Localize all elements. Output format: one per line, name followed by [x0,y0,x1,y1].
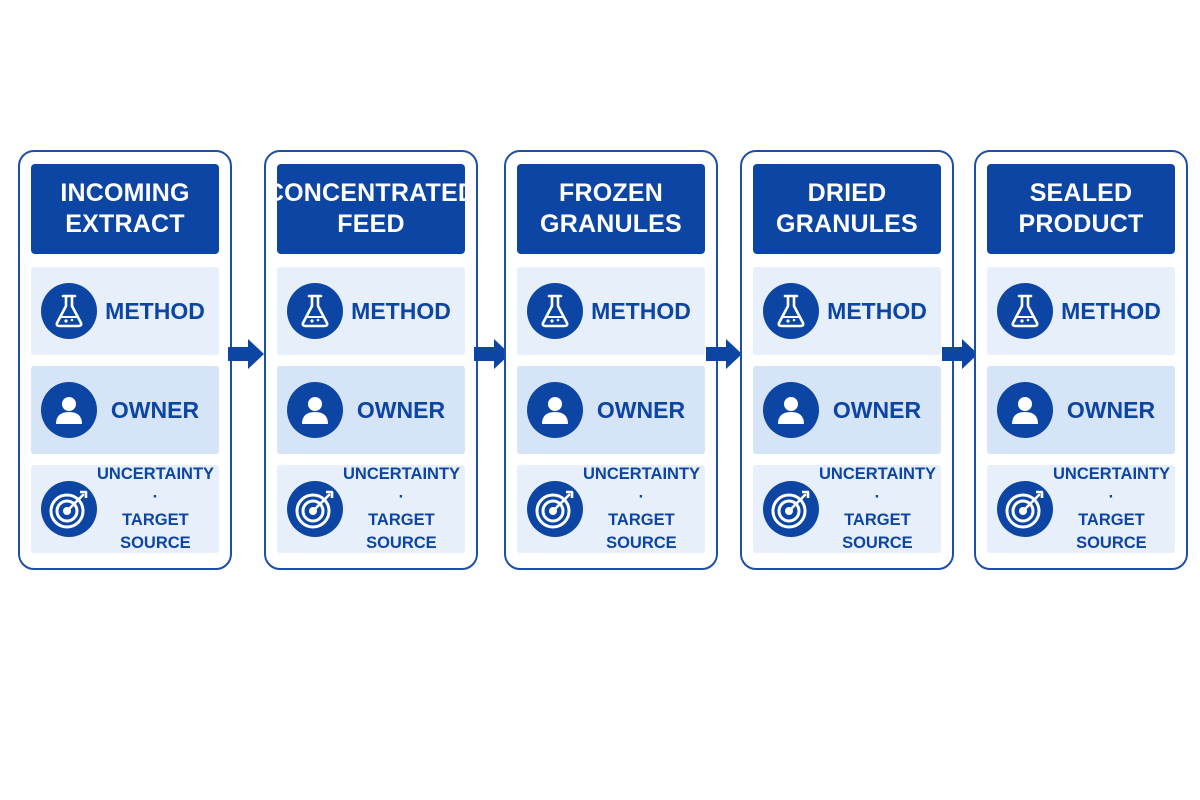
flask-icon [763,283,819,339]
stage-title-box: SEALED PRODUCT [987,164,1175,254]
owner-label: OWNER [110,396,200,423]
person-icon [527,382,583,438]
method-row: METHOD [517,267,705,355]
target-label: UNCERTAINTY · TARGET SOURCE [583,465,701,552]
stage-title: FROZEN GRANULES [540,179,682,238]
stage-card-incoming-extract: INCOMING EXTRACT METHOD OWNER UNCERTAINT… [18,150,232,570]
method-row: METHOD [753,267,941,355]
person-icon [997,382,1053,438]
method-label: METHOD [1061,297,1161,324]
target-row: UNCERTAINTY · TARGET SOURCE [987,465,1175,553]
target-row: UNCERTAINTY · TARGET SOURCE [517,465,705,553]
flask-icon [527,283,583,339]
stage-title: CONCENTRATED FEED [265,179,477,238]
stage-card-frozen-granules: FROZEN GRANULES METHOD OWNER UNCERTAINTY… [504,150,718,570]
person-icon [287,382,343,438]
arrow-right-icon [228,339,264,369]
target-label: UNCERTAINTY · TARGET SOURCE [1053,465,1171,552]
target-icon [527,481,583,537]
owner-label: OWNER [832,396,922,423]
target-label: UNCERTAINTY · TARGET SOURCE [97,465,215,552]
arrow-right-icon [474,339,510,369]
arrow-right-icon [706,339,742,369]
flask-icon [997,283,1053,339]
method-row: METHOD [987,267,1175,355]
target-icon [997,481,1053,537]
person-icon [41,382,97,438]
flask-icon [41,283,97,339]
owner-row: OWNER [753,366,941,454]
method-label: METHOD [827,297,927,324]
stage-title-box: INCOMING EXTRACT [31,164,219,254]
stage-title-box: DRIED GRANULES [753,164,941,254]
target-row: UNCERTAINTY · TARGET SOURCE [31,465,219,553]
stage-title: DRIED GRANULES [776,179,918,238]
method-row: METHOD [277,267,465,355]
owner-row: OWNER [277,366,465,454]
target-icon [41,481,97,537]
arrow-right-icon [942,339,978,369]
target-row: UNCERTAINTY · TARGET SOURCE [753,465,941,553]
stage-title-box: FROZEN GRANULES [517,164,705,254]
method-label: METHOD [591,297,691,324]
person-icon [763,382,819,438]
stage-title: SEALED PRODUCT [1018,179,1144,238]
owner-row: OWNER [987,366,1175,454]
owner-row: OWNER [517,366,705,454]
target-label: UNCERTAINTY · TARGET SOURCE [343,465,461,552]
flask-icon [287,283,343,339]
owner-row: OWNER [31,366,219,454]
target-row: UNCERTAINTY · TARGET SOURCE [277,465,465,553]
owner-label: OWNER [356,396,446,423]
target-label: UNCERTAINTY · TARGET SOURCE [819,465,937,552]
target-icon [763,481,819,537]
stage-card-dried-granules: DRIED GRANULES METHOD OWNER UNCERTAINTY … [740,150,954,570]
target-icon [287,481,343,537]
method-row: METHOD [31,267,219,355]
method-label: METHOD [351,297,451,324]
method-label: METHOD [105,297,205,324]
stage-title-box: CONCENTRATED FEED [266,164,476,254]
owner-label: OWNER [596,396,686,423]
stage-card-concentrated-feed: CONCENTRATED FEED METHOD OWNER UNCERTAIN… [264,150,478,570]
stage-title: INCOMING EXTRACT [60,179,190,238]
owner-label: OWNER [1066,396,1156,423]
stage-card-sealed-product: SEALED PRODUCT METHOD OWNER UNCERTAINTY … [974,150,1188,570]
